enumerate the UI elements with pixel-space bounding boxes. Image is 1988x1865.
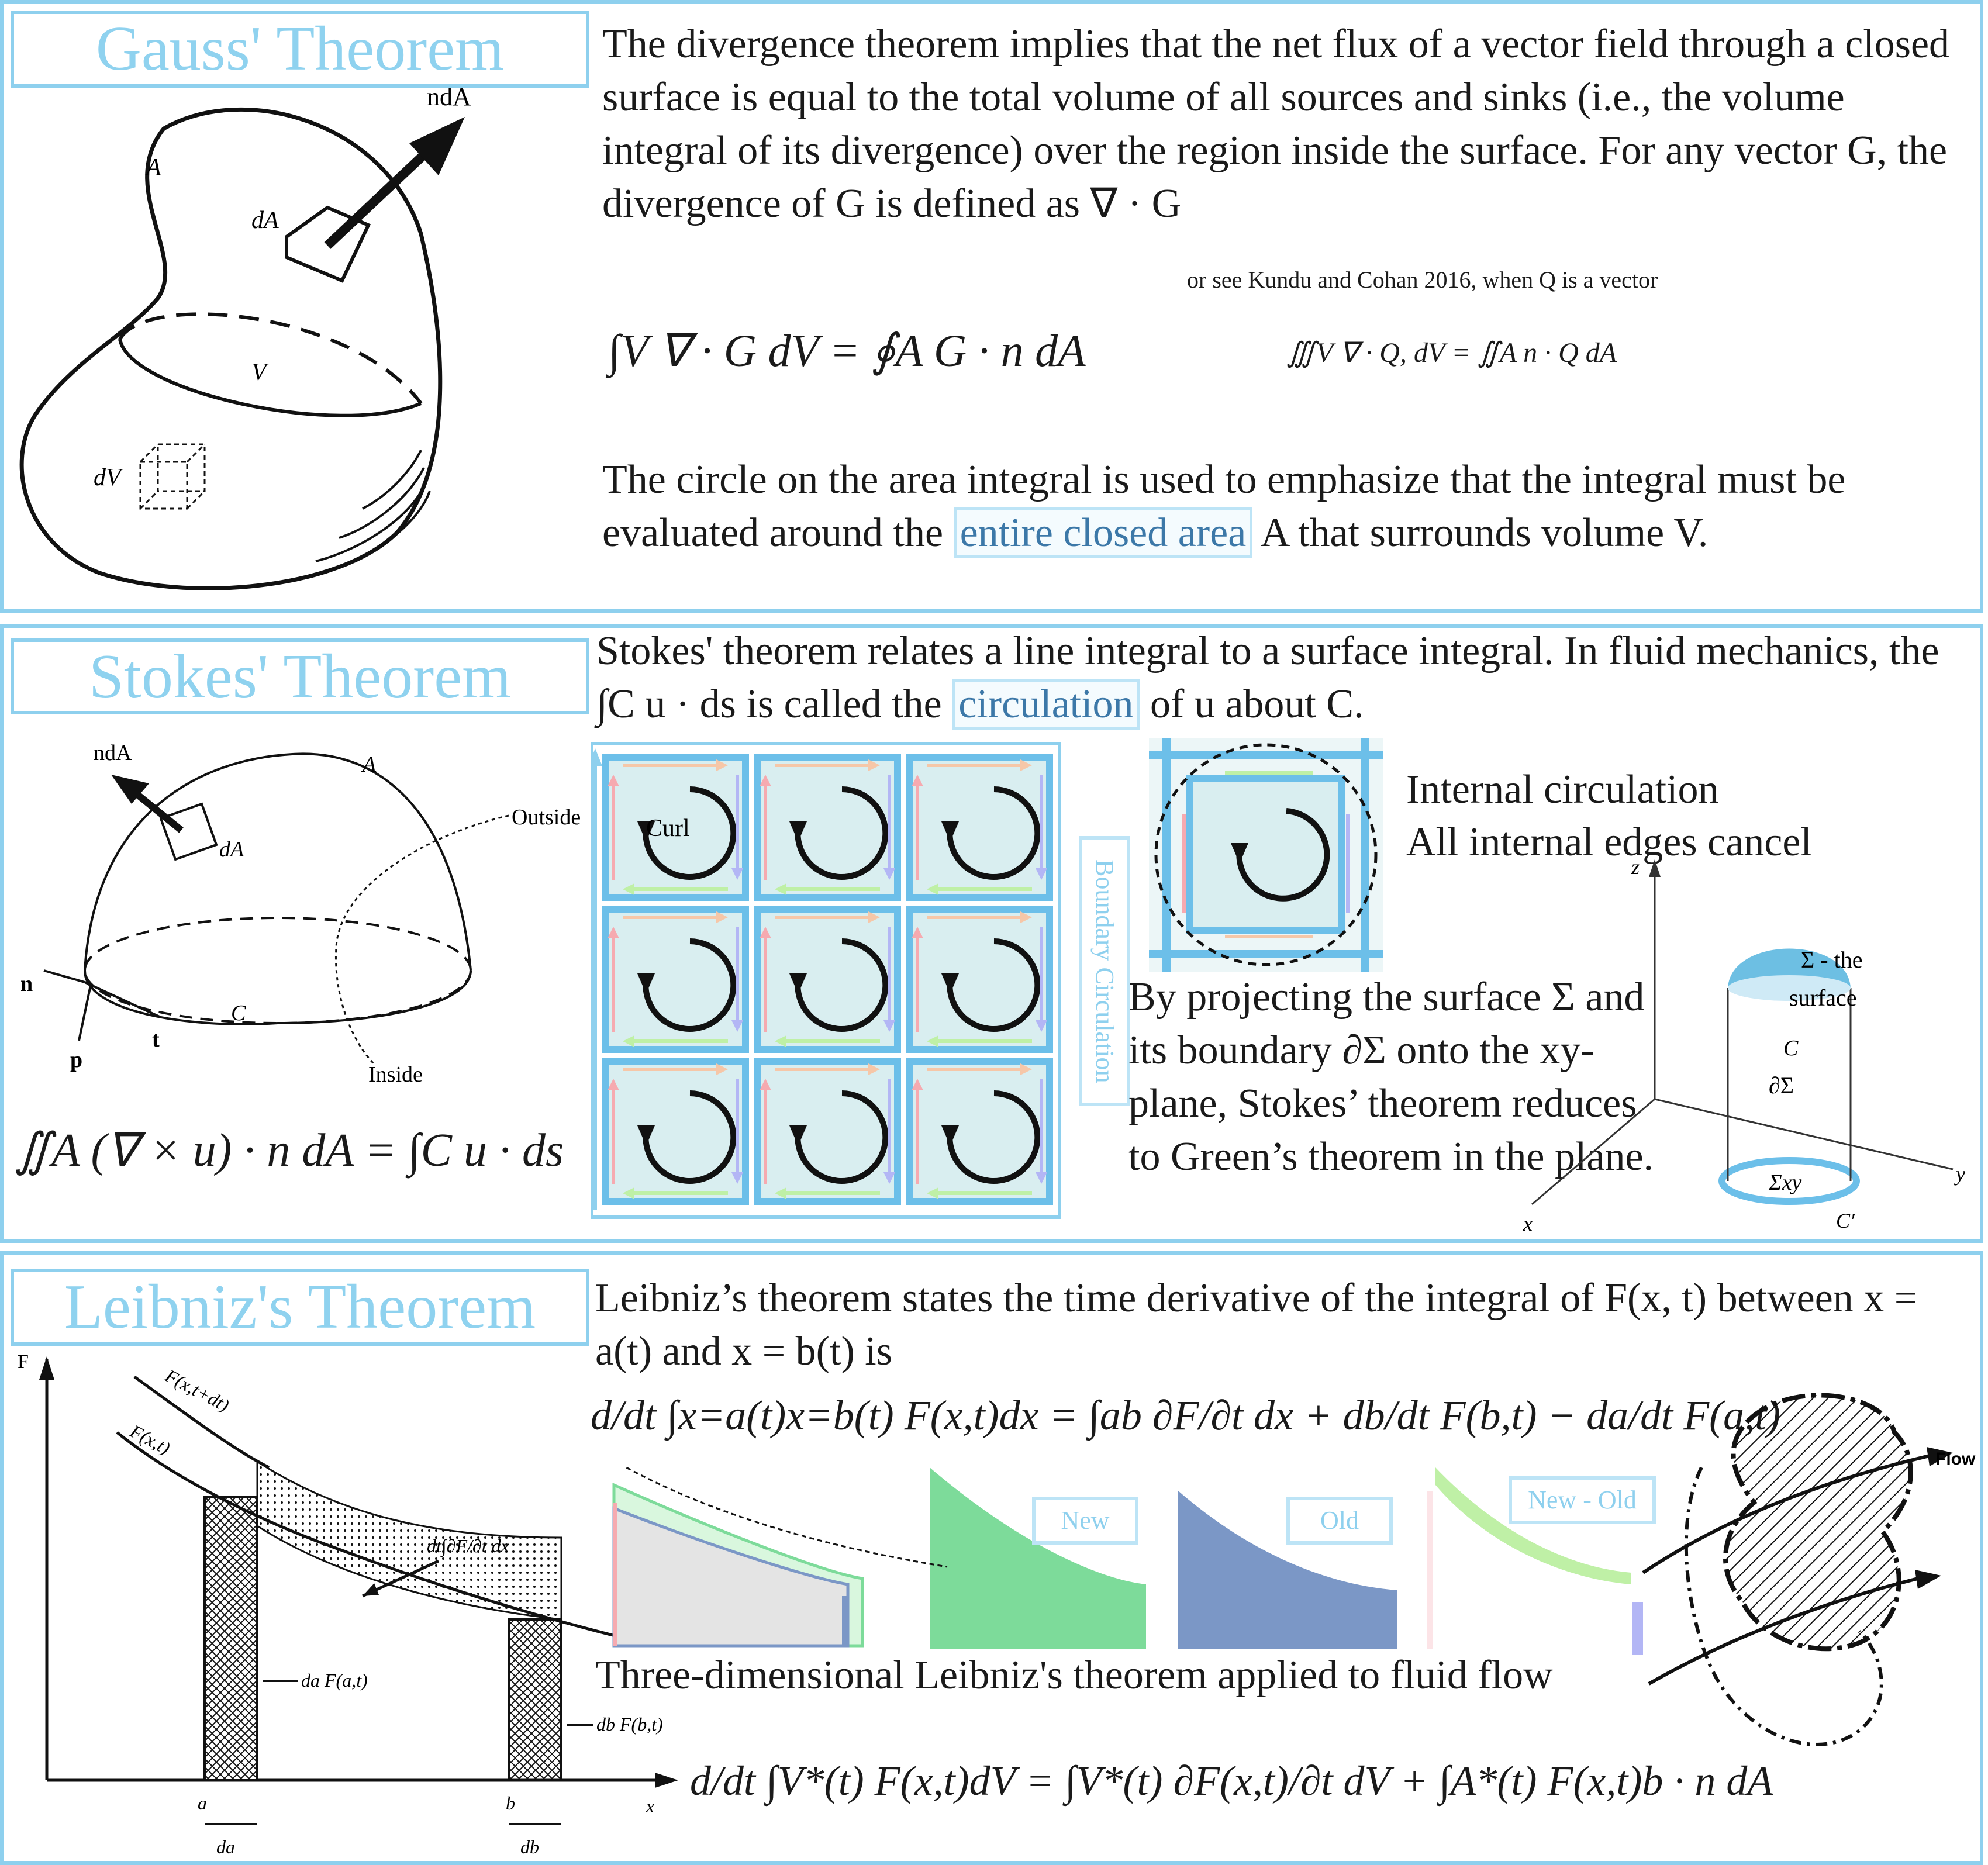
new-old-label: New - Old [1509,1476,1656,1524]
new-old-label-text: New - Old [1528,1486,1637,1514]
axis-y-label: y [1954,1162,1965,1186]
gauss-V-label: V [251,359,269,386]
stokes-projection-axes: z y x Σ - the surface C ∂Σ Σxy C′ [1523,855,1965,1235]
stokes-p1-end: of u about C. [1150,682,1364,727]
gauss-title: Gauss' Theorem [11,11,589,88]
dt-integral-label: dt∫∂F/∂t dx [427,1535,509,1557]
flow-label: Flow [1935,1449,1976,1469]
gauss-paragraph-2: The circle on the area integral is used … [602,453,1970,560]
new-label: New [1032,1497,1138,1545]
stokes-title: Stokes' Theorem [11,638,589,714]
da-Fa-label: da F(a,t) [301,1670,368,1691]
projection-dsigma-label: ∂Σ [1769,1072,1794,1099]
new-label-text: New [1061,1506,1110,1535]
internal-circulation-text-2: All internal edges cancel [1406,820,1812,865]
projection-sxy-label: Σxy [1768,1170,1801,1195]
stokes-circulation-grid: Curl [591,742,1061,1219]
leibniz-panel [0,1251,1983,1865]
leibniz-paragraph-2: Three-dimensional Leibniz's theorem appl… [595,1653,1553,1698]
gauss-ndA-label: ndA [427,88,471,111]
stokes-p1-start: Stokes' theorem relates a line integral … [596,628,1939,727]
gauss-A-label: A [144,154,161,181]
stokes-C-label: C [231,1001,246,1025]
leibniz-area-shapes [612,1467,1643,1655]
leibniz-equation-2: d/dt ∫V*(t) F(x,t)dV = ∫V*(t) ∂F(x,t)/∂t… [690,1757,1773,1804]
stokes-outside-label: Outside [512,805,581,830]
F-x-t-label: F(x,t) [126,1420,174,1459]
stokes-equation: ∬A (∇ × u) · n dA = ∫C u · ds [15,1125,564,1176]
gauss-panel [0,0,1983,613]
stokes-dome-figure: ndA A dA Outside Inside n t p C [20,741,581,1087]
old-label-text: Old [1320,1506,1359,1535]
stokes-t-label: t [152,1027,160,1052]
leibniz-paragraph-1: Leibniz’s theorem states the time deriva… [595,1276,1918,1374]
db-label: db [520,1836,539,1857]
gauss-dV-label: dV [94,464,123,491]
gauss-dA-label: dA [251,207,279,234]
leibniz-b-label: b [506,1793,515,1814]
leibniz-equation-1: d/dt ∫x=a(t)x=b(t) F(x,t)dx = ∫ab ∂F/∂t … [591,1392,1781,1439]
F-x-t-dt-label: F(x,t+dt) [161,1365,233,1416]
gauss-note: or see Kundu and Cohan 2016, when Q is a… [1187,267,1658,293]
stokes-inside-label: Inside [368,1062,423,1087]
sigma-surface-label-2: surface [1789,985,1856,1011]
stokes-panel [0,624,1983,1243]
gauss-equation-alt: ∭V ∇ · Q, dV = ∬A n · Q dA [1286,337,1617,368]
gauss-paragraph-1: The divergence theorem implies that the … [602,22,1950,226]
stokes-dA-label: dA [219,837,244,862]
stokes-n-label: n [20,972,33,996]
fluid-flow-figure: Flow [1642,1393,1976,1746]
gauss-figure: ndA A dA V dV [19,88,471,590]
internal-circulation-figure [1149,738,1383,972]
stokes-highlight-circulation: circulation [952,679,1140,730]
gauss-equation-main: ∫V ∇ · G dV = ∮A G · n dA [608,325,1086,376]
stokes-A-label: A [361,752,377,777]
leibniz-a-label: a [198,1793,207,1814]
axis-x-label: x [1523,1212,1533,1235]
stokes-ndA-label: ndA [94,741,132,765]
leibniz-2d-figure: F F(x,t+dt) F(x,t) dt∫∂F/∂t dx da F(a,t)… [18,1351,678,1857]
leibniz-x-axis-label: x [646,1795,654,1816]
gauss-p2-start: The circle on the area integral is used … [602,457,1846,555]
gauss-highlight-closed-area: entire closed area [953,507,1253,558]
sigma-surface-label-1: Σ - the [1801,947,1862,973]
db-Fb-label: db F(b,t) [596,1714,663,1735]
da-label: da [216,1836,235,1857]
old-label: Old [1286,1497,1393,1545]
stokes-paragraph-1: Stokes' theorem relates a line integral … [596,624,1976,731]
leibniz-title: Leibniz's Theorem [11,1269,589,1346]
projection-C-label: C [1783,1036,1799,1061]
leibniz-F-axis-label: F [18,1351,29,1373]
internal-circulation-text-1: Internal circulation [1406,767,1719,812]
gauss-p2-end: A that surrounds volume V. [1260,510,1709,555]
boundary-circulation-text: Boundary Circulation [1090,859,1119,1083]
boundary-circulation-label: Boundary Circulation [1079,836,1130,1106]
axis-z-label: z [1631,855,1640,879]
projection-Cprime-label: C′ [1836,1209,1855,1232]
stokes-projection-text: By projecting the surface Σ and its boun… [1128,975,1654,1179]
stokes-p-label: p [70,1048,82,1072]
curl-label: Curl [646,815,690,842]
